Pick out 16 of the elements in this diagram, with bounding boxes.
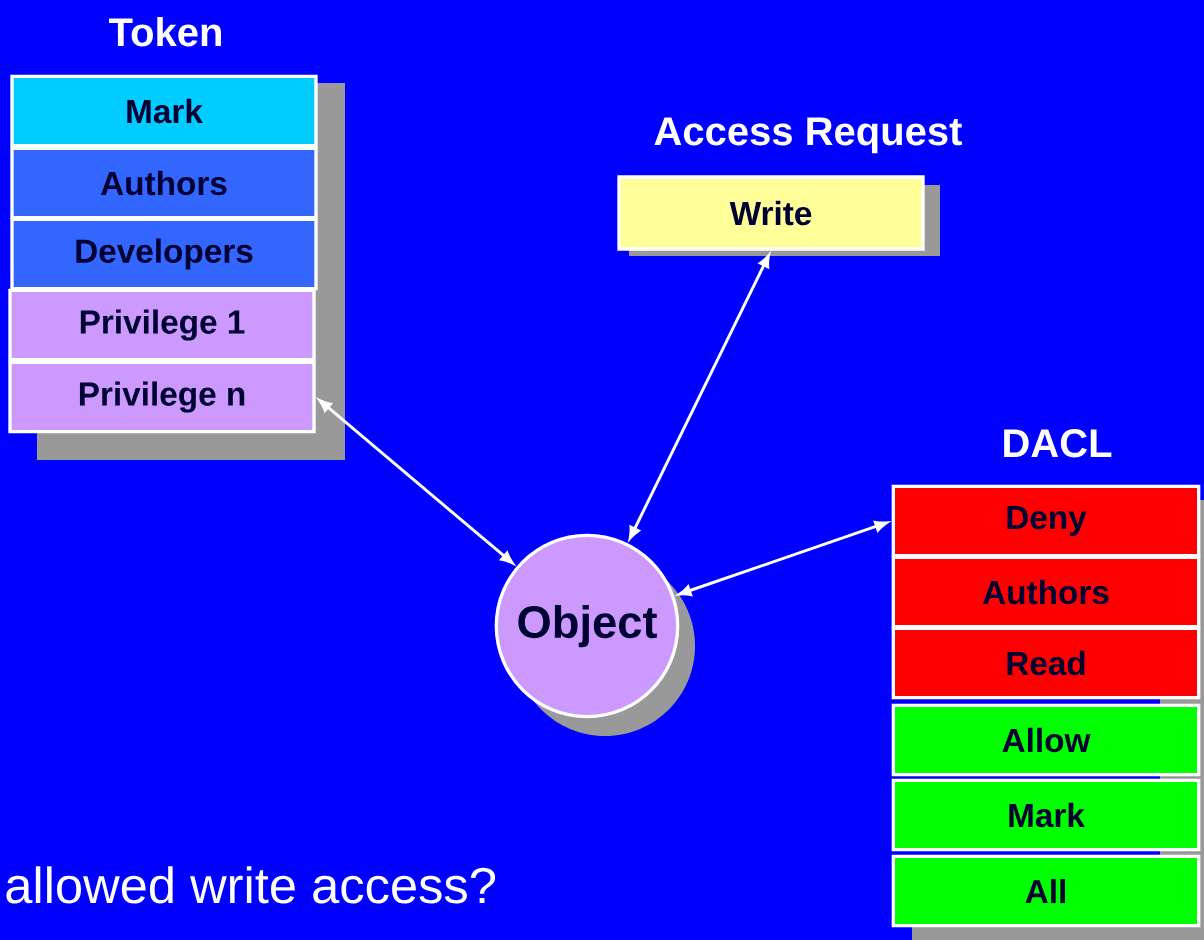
list-entry-box: Deny: [891, 484, 1201, 558]
list-entry-box: All: [891, 854, 1201, 928]
heading: Token: [109, 17, 221, 47]
list-entry-box: Mark: [10, 74, 318, 148]
list-entry-box: Mark: [891, 778, 1201, 852]
list-entry-box: Authors: [10, 146, 318, 220]
question-text: allowed write access?: [6, 866, 496, 904]
list-entry-box: Read: [891, 626, 1201, 700]
heading: DACL: [1004, 429, 1112, 458]
list-entry-box: Allow: [891, 703, 1201, 777]
list-entry-box: Privilege n: [8, 360, 316, 434]
list-entry-box: Authors: [891, 555, 1201, 629]
arrow: [318, 399, 514, 565]
list-entry-box: Developers: [10, 217, 318, 291]
list-entry-box: Write: [617, 175, 925, 251]
list-entry-box: Privilege 1: [8, 288, 316, 362]
